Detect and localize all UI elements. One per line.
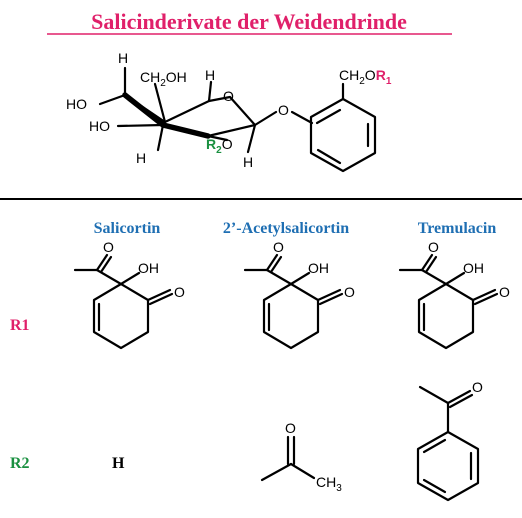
glucose-core: H CH2OH H O HO HO H R2O H O CH2OR1 (66, 50, 392, 173)
r1-core-sub: 1 (386, 76, 392, 87)
diagram-title: Salicinderivate der Weidendrinde (91, 9, 407, 34)
ketone-o-1: O (174, 284, 185, 300)
benzyl-ch: CH (339, 67, 359, 83)
acetyl-group: O CH3 (260, 420, 342, 494)
benzyl-ch2o: CH2OR1 (339, 67, 392, 87)
carbonyl-o-1: O (103, 239, 114, 255)
ketone-o-2: O (344, 284, 355, 300)
ho-top: HO (66, 96, 87, 112)
ketone-o-3: O (499, 284, 510, 300)
r2-value-salicortin: H (112, 455, 125, 472)
r1-fragment-acetylsalicortin: O OH O (243, 239, 355, 350)
row-label-r2: R2 (10, 455, 30, 472)
header-tremulacin: Tremulacin (418, 220, 497, 237)
wedge-bond-left (122, 92, 166, 128)
oh-1: OH (138, 260, 159, 276)
benzyl-sub: 2 (359, 76, 365, 87)
acetyl-o: O (285, 420, 296, 436)
benzyl-o: O (365, 67, 376, 83)
wedge-bond-front (160, 122, 211, 139)
benzoyl-ring (416, 430, 480, 502)
ch3-label: CH3 (316, 474, 342, 494)
r2-oxygen-label: R2O (206, 136, 233, 156)
ch3-c: CH (316, 474, 336, 490)
row-label-r1: R1 (10, 317, 30, 334)
r2-core-sub: 2 (216, 145, 222, 156)
h-bottom-left: H (136, 150, 146, 166)
ring-oxygen: O (223, 88, 234, 104)
salicyl-benzene-ring (309, 97, 377, 173)
h-top-mid: H (205, 67, 215, 83)
header-salicortin: Salicortin (94, 220, 161, 237)
header-acetylsalicortin: 2’-Acetylsalicortin (223, 220, 349, 237)
oh-2: OH (308, 260, 329, 276)
h-bottom-right: H (243, 154, 253, 170)
ch3-sub: 3 (336, 483, 342, 494)
r1-fragment-tremulacin: O OH O (398, 239, 510, 350)
glycosidic-oxygen: O (278, 102, 289, 118)
h-top-left: H (118, 50, 128, 66)
ho-bottom: HO (89, 118, 110, 134)
r2-core-r: R (206, 136, 216, 152)
ch2oh-label: CH2OH (140, 69, 187, 89)
r1-core-r: R (376, 67, 386, 83)
ch2oh-sub: 2 (160, 78, 166, 89)
ch2oh-c: CH (140, 69, 160, 85)
carbonyl-o-3: O (428, 239, 439, 255)
carbonyl-o-2: O (273, 239, 284, 255)
benzoyl-group: O (416, 379, 483, 502)
benzoyl-o: O (472, 379, 483, 395)
ch2oh-oh: OH (166, 69, 187, 85)
oh-3: OH (463, 260, 484, 276)
r1-fragment-salicortin: O OH O (73, 239, 185, 350)
r2-core-o: O (222, 136, 233, 152)
